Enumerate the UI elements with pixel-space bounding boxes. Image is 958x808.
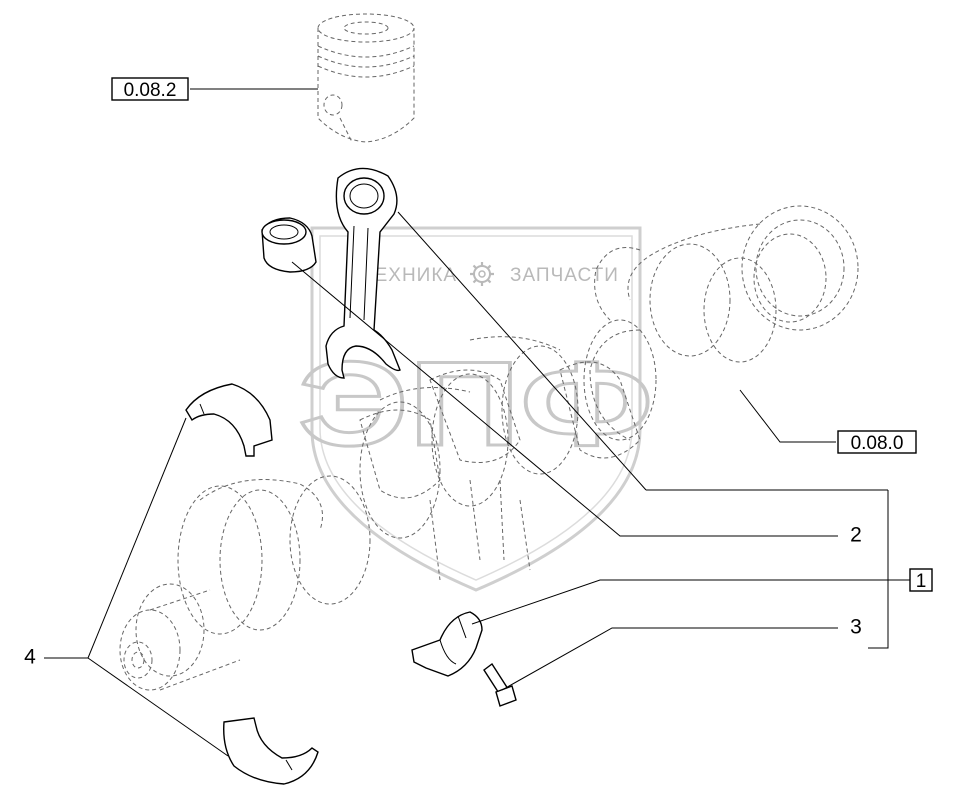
piston xyxy=(317,13,415,143)
main-bearing-lower xyxy=(223,717,319,785)
reference-group-label: 1 xyxy=(916,571,927,592)
main-bearing-upper xyxy=(185,383,273,457)
gear-icon xyxy=(470,262,494,286)
reference-piston-label: 0.08.2 xyxy=(124,80,177,101)
connecting-rod xyxy=(325,167,401,379)
reference-piston[interactable]: 0.08.2 xyxy=(111,77,189,101)
callout-3: 3 xyxy=(850,616,862,639)
callout-2: 2 xyxy=(850,524,862,547)
watermark-right-text: ЗАПЧАСТИ xyxy=(510,265,619,286)
reference-group[interactable]: 1 xyxy=(909,568,933,592)
watermark-big-text: ЭПФ xyxy=(298,337,653,471)
small-end-bushing xyxy=(261,217,317,273)
rod-cap xyxy=(411,611,483,677)
reference-crankshaft-label: 0.08.0 xyxy=(851,433,904,454)
reference-crankshaft[interactable]: 0.08.0 xyxy=(837,430,917,454)
crankshaft xyxy=(119,205,859,691)
leader-lines xyxy=(44,88,910,757)
watermark: ТЕХНИКА ЗАПЧАСТИ ЭПФ xyxy=(297,226,655,592)
watermark-left-text: ТЕХНИКА xyxy=(362,265,457,286)
callout-4: 4 xyxy=(24,646,36,669)
watermark-shield xyxy=(310,226,642,592)
